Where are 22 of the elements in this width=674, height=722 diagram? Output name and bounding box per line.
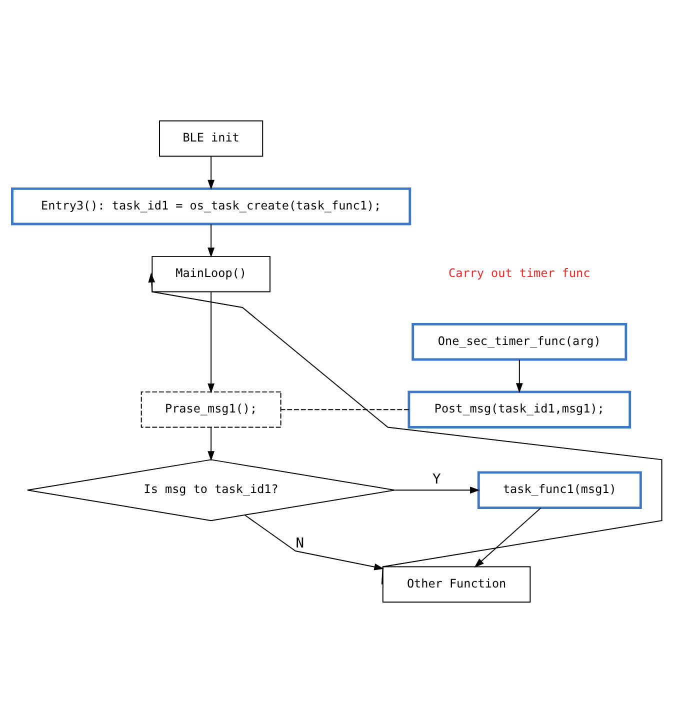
node-box: task_func1(msg1) (477, 470, 642, 509)
arrow (208, 223, 214, 257)
arrow (394, 486, 480, 494)
connector (280, 408, 410, 410)
node-box: Entry3(): task_id1 = os_task_create(task_func1); (11, 186, 412, 225)
arrow (208, 426, 214, 460)
node-box: BLE init (159, 120, 264, 156)
arrow (244, 514, 384, 570)
arrow (474, 507, 542, 568)
arrow (208, 156, 214, 190)
node-box: Other Function (382, 566, 531, 602)
node-diamond: Is msg to task_id1? (26, 458, 396, 521)
arrow (516, 358, 523, 392)
arrow (148, 272, 662, 584)
node-box: Post_msg(task_id1,msg1); (408, 390, 632, 428)
edge-label: N (296, 534, 304, 551)
edge-label: Y (432, 470, 441, 487)
node-box: One_sec_timer_func(arg) (412, 322, 628, 360)
node-label: Carry out timer func (448, 266, 590, 280)
node-box: MainLoop() (152, 255, 270, 292)
arrow (208, 291, 214, 393)
node-box: Prase_msg1(); (140, 390, 282, 428)
